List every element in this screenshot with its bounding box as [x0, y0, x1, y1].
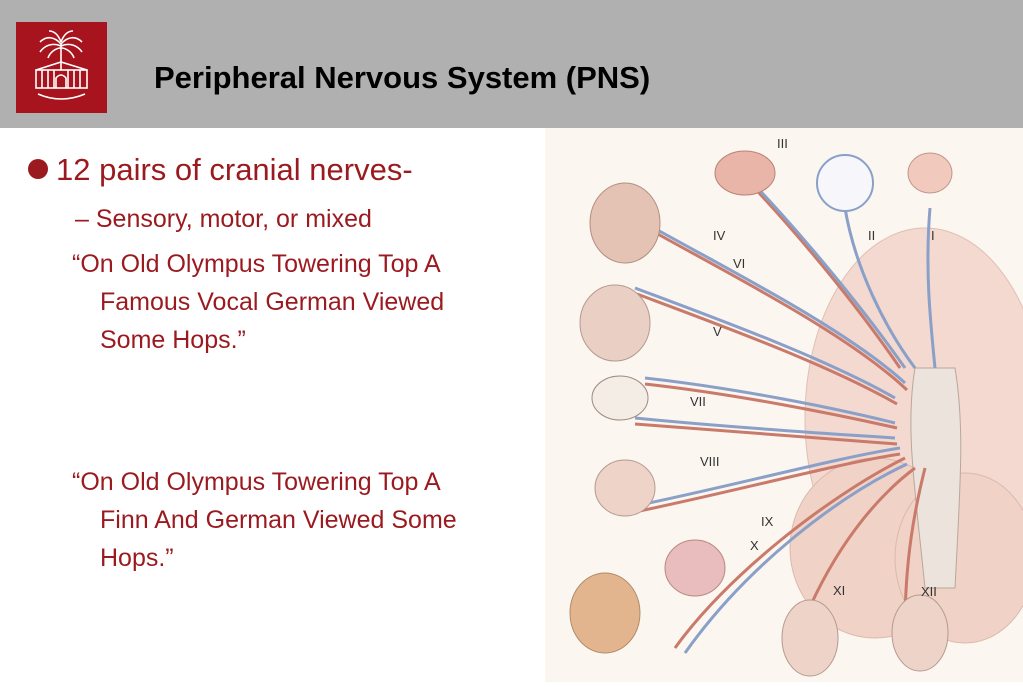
mnemonic-2-line: Finn And German Viewed Some — [100, 506, 457, 534]
mnemonic-1-line: Some Hops.” — [100, 326, 246, 354]
nerve-label: XII — [921, 584, 937, 599]
nerve-label: IX — [761, 514, 774, 529]
main-bullet: 12 pairs of cranial nerves- — [28, 152, 413, 188]
cranial-nerves-diagram: III IV VI II I V VII VIII IX X XI XII — [545, 128, 1023, 682]
nerve-label: XI — [833, 583, 845, 598]
nerve-label: X — [750, 538, 759, 553]
header-bar: Peripheral Nervous System (PNS) — [0, 0, 1023, 128]
nerve-label: I — [931, 228, 935, 243]
mnemonic-1-line: “On Old Olympus Towering Top A — [72, 250, 441, 278]
cranial-nerves-illustration: III IV VI II I V VII VIII IX X XI XII — [545, 128, 1023, 682]
sub-bullet: – Sensory, motor, or mixed — [75, 200, 372, 238]
bullet-dot-icon — [28, 158, 48, 179]
mnemonic-2: “On Old Olympus Towering Top A Finn And … — [72, 463, 542, 577]
nerve-label: V — [713, 324, 722, 339]
mnemonic-2-line: Hops.” — [100, 544, 174, 572]
university-logo — [16, 22, 107, 113]
sub-bullet-text: Sensory, motor, or mixed — [95, 205, 372, 233]
main-bullet-text: 12 pairs of cranial nerves- — [56, 152, 413, 187]
mnemonic-1: “On Old Olympus Towering Top A Famous Vo… — [72, 245, 542, 359]
palmetto-logo-icon — [35, 30, 88, 100]
nerve-label: VII — [690, 394, 706, 409]
slide-title: Peripheral Nervous System (PNS) — [154, 60, 651, 95]
nerve-label: III — [777, 136, 788, 151]
nerve-label: VIII — [700, 454, 720, 469]
nerve-label: IV — [713, 228, 726, 243]
mnemonic-2-line: “On Old Olympus Towering Top A — [72, 468, 441, 496]
dash-marker: – — [75, 205, 89, 233]
nerve-label: II — [868, 228, 875, 243]
mnemonic-1-line: Famous Vocal German Viewed — [100, 288, 445, 316]
nerve-label: VI — [733, 256, 745, 271]
